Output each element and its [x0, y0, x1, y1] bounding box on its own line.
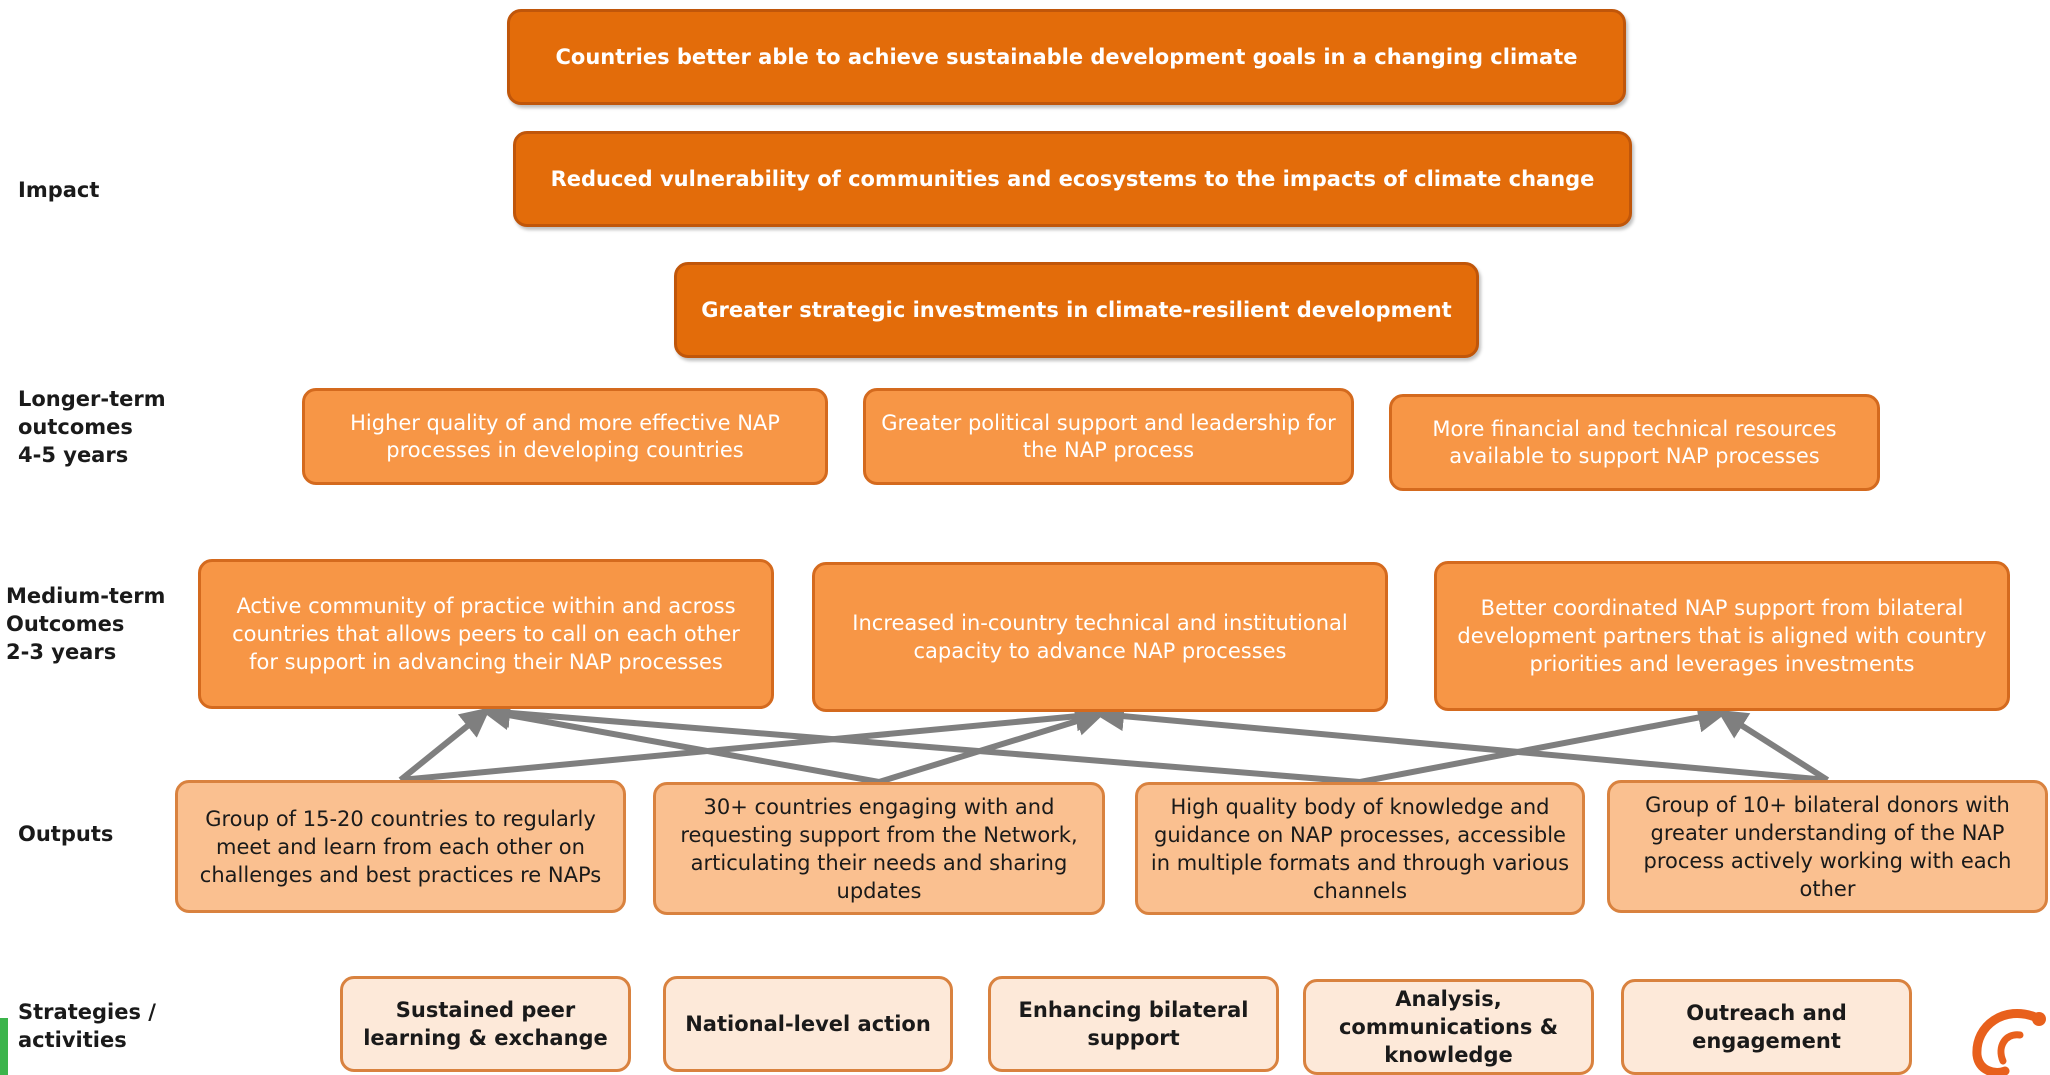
- impact-goal-box: Countries better able to achieve sustain…: [507, 9, 1626, 105]
- medium-term-outcome-2: Increased in-country technical and insti…: [812, 562, 1388, 712]
- strategy-text: Outreach and engagement: [1686, 1001, 1847, 1053]
- longer-term-outcome-1: Higher quality of and more effective NAP…: [302, 388, 828, 485]
- strategy-1: Sustained peer learning & exchange: [340, 976, 631, 1072]
- strategy-text: Sustained peer learning & exchange: [363, 998, 608, 1050]
- arrow-output-1-to-medium-term-outcome-1: [398, 707, 491, 783]
- strategy-text: Analysis, communications & knowledge: [1338, 987, 1559, 1067]
- level-label-strategies: Strategies / activities: [18, 1000, 156, 1052]
- arrow-output-3-to-medium-term-outcome-3: [1359, 702, 1728, 785]
- output-1: Group of 15-20 countries to regularly me…: [175, 780, 626, 913]
- output-text: Group of 10+ bilateral donors with great…: [1643, 792, 2012, 901]
- longer-term-outcome-text: More financial and technical resources a…: [1432, 416, 1837, 468]
- arrow-output-4-to-medium-term-outcome-2: [1094, 701, 1828, 783]
- output-text: Group of 15-20 countries to regularly me…: [199, 806, 602, 887]
- strategy-3: Enhancing bilateral support: [988, 976, 1279, 1072]
- medium-term-outcome-text: Active community of practice within and …: [232, 594, 740, 674]
- output-4: Group of 10+ bilateral donors with great…: [1607, 780, 2048, 913]
- medium-term-outcome-1: Active community of practice within and …: [198, 559, 774, 709]
- impact-vulnerability-text: Reduced vulnerability of communities and…: [550, 167, 1595, 191]
- impact-goal-text: Countries better able to achieve sustain…: [555, 45, 1578, 69]
- longer-term-outcome-2: Greater political support and leadership…: [863, 388, 1354, 485]
- arrow-output-2-to-medium-term-outcome-1: [480, 700, 880, 785]
- strategy-5: Outreach and engagement: [1621, 979, 1912, 1075]
- arrow-output-3-to-medium-term-outcome-1: [480, 697, 1361, 785]
- longer-term-outcome-3: More financial and technical resources a…: [1389, 394, 1880, 491]
- medium-term-outcome-text: Increased in-country technical and insti…: [852, 611, 1348, 663]
- longer-term-outcome-text: Higher quality of and more effective NAP…: [350, 410, 780, 462]
- level-label-medium-term: Medium-term Outcomes 2-3 years: [6, 584, 166, 664]
- logo-icon: [1972, 1008, 2046, 1075]
- arrow-output-1-to-medium-term-outcome-2: [400, 701, 1106, 783]
- longer-term-outcome-text: Greater political support and leadership…: [881, 410, 1336, 462]
- strategy-text: Enhancing bilateral support: [1018, 998, 1249, 1050]
- output-text: 30+ countries engaging with and requesti…: [680, 794, 1078, 903]
- arrow-output-4-to-medium-term-outcome-3: [1716, 709, 1830, 783]
- strategy-4: Analysis, communications & knowledge: [1303, 979, 1594, 1075]
- level-label-outputs: Outputs: [18, 822, 114, 846]
- output-2: 30+ countries engaging with and requesti…: [653, 782, 1105, 915]
- strategy-text: National-level action: [685, 1012, 931, 1036]
- impact-investments-box: Greater strategic investments in climate…: [674, 262, 1479, 358]
- impact-investments-text: Greater strategic investments in climate…: [701, 298, 1452, 322]
- level-label-longer-term: Longer-term outcomes 4-5 years: [18, 387, 166, 467]
- impact-vulnerability-box: Reduced vulnerability of communities and…: [513, 131, 1632, 227]
- level-label-impact: Impact: [18, 178, 100, 202]
- arrow-output-2-to-medium-term-outcome-2: [878, 706, 1106, 785]
- output-text: High quality body of knowledge and guida…: [1150, 794, 1570, 903]
- strategy-2: National-level action: [663, 976, 953, 1072]
- medium-term-outcome-3: Better coordinated NAP support from bila…: [1434, 561, 2010, 711]
- accent-bar: [0, 1018, 8, 1075]
- output-3: High quality body of knowledge and guida…: [1135, 782, 1585, 915]
- medium-term-outcome-text: Better coordinated NAP support from bila…: [1457, 596, 1987, 676]
